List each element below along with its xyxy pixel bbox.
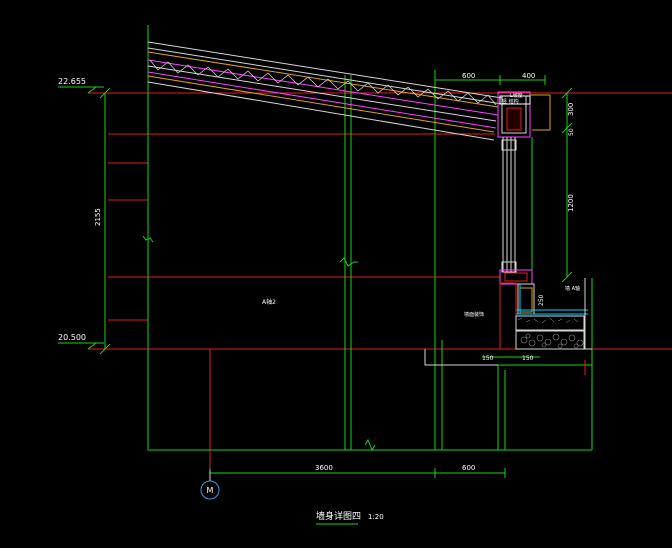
elevation-bottom-label: 20.500 [58,333,86,342]
drawing-title-block: 墙身详图四 1:20 [316,510,384,522]
grid-bubble: M [200,470,220,500]
dim-top-right: 400 [522,72,535,80]
room-label: A轴2 [262,298,276,306]
elevation-top-label: 22.655 [58,77,86,86]
dim-small-left: 150 [482,355,494,362]
sill-detail [424,269,592,375]
dim-bottom-left: 3600 [315,464,333,472]
mid-callout-label: 墙面装饰 [464,311,484,318]
right-callout-label: 墙 A轴 [565,285,580,292]
dim-right-upper: 300 [567,103,575,116]
grid-bubble-label: M [207,486,214,495]
dim-top-left: 600 [462,72,475,80]
top-callout-label-2: 竖 结构 [502,98,519,105]
roof-assembly [147,41,503,141]
drawing-title: 墙身详图四 [316,510,361,522]
dim-right-upper-small: 50 [568,128,575,136]
drawing-scale: 1:20 [368,513,384,521]
level-lines [88,92,672,470]
structure-lines [99,25,593,525]
elevation-marks [58,86,104,350]
window-frame [501,137,533,273]
dim-bottom-right: 600 [462,464,475,472]
eave-detail [497,91,551,138]
top-callout-label: L坡度 [510,92,523,99]
dim-left-vertical: 2155 [94,208,102,226]
dim-small-right: 150 [522,355,534,362]
dim-right-middle: 1200 [567,194,575,212]
gap-label: 250 [538,294,545,306]
labels: 22.655 20.500 2155 3600 600 600 400 300 … [58,72,580,472]
